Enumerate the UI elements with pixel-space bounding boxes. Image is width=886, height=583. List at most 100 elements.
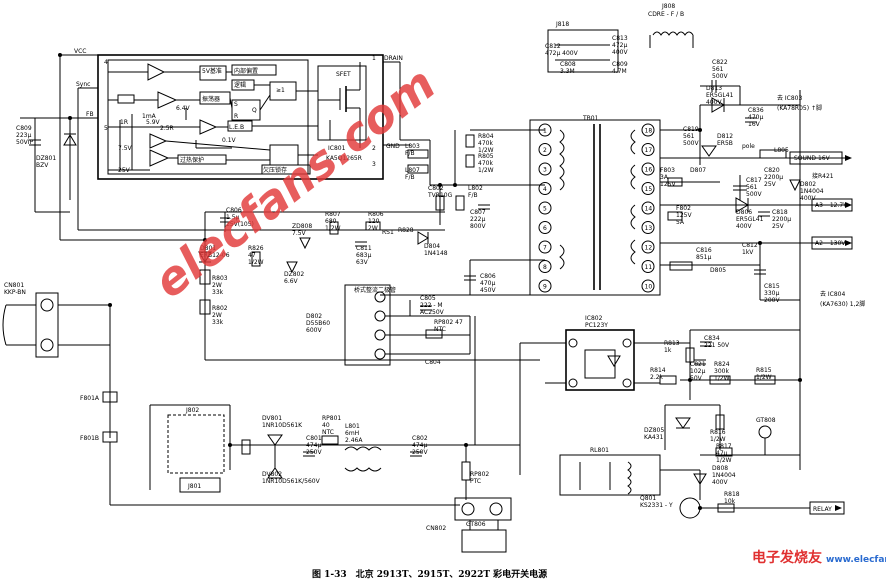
ic801-block-12: 2.5R — [160, 125, 174, 132]
label-cn802: CN802 — [426, 525, 446, 532]
ic801-inner-core — [107, 59, 309, 175]
label-f801b: F801B — [80, 435, 99, 442]
figure-caption: 图 1-33 北京 2913T、2915T、2922T 彩电开关电源 — [312, 568, 547, 580]
zd808-zener — [299, 237, 311, 250]
tb01-transformer — [529, 119, 661, 296]
ic801-block-1: 5V基准 — [202, 67, 222, 75]
tb01-pin-label-18: 18 — [645, 128, 653, 135]
tb01-pin-7 — [538, 240, 552, 254]
d812-diode — [701, 145, 717, 157]
label-j801: J801 — [187, 483, 201, 490]
ic801-block-3: 逻辑 — [234, 81, 246, 89]
ic802-optocoupler — [565, 329, 635, 391]
ic801-pin-number-4: 4 — [104, 59, 108, 66]
ic801-model: KA5Q1265R — [326, 155, 362, 162]
ic801-block-4: L.E.B — [229, 124, 244, 131]
r814-resistor — [659, 375, 677, 385]
label-a3: A3 ~12.7V — [815, 202, 848, 209]
ic801-pin-number-5: 5 — [104, 125, 108, 132]
label-r828: R828 — [398, 227, 414, 234]
ic801-5v-ref-block — [199, 65, 227, 81]
dv801-varistor — [267, 434, 283, 446]
r826-resistor — [251, 251, 261, 267]
l802-ferrite — [455, 195, 465, 211]
ic801-pin-vcc: VCC — [74, 48, 86, 55]
l801-common-mode-choke — [344, 446, 382, 472]
label-ka7630: (KA7630) 1,2脚 — [820, 300, 865, 308]
ic801-part: IC801 — [328, 145, 346, 152]
label-gt806: GT806 — [466, 521, 486, 528]
label-rl801: RL801 — [590, 447, 609, 454]
tb01-pin-2 — [538, 143, 552, 156]
relay-tag — [809, 501, 845, 515]
label-to_ic804: 去 IC804 — [820, 290, 846, 298]
label-l805: L805 — [774, 147, 789, 154]
cn802-connector — [454, 497, 512, 521]
a2-tag — [811, 236, 853, 250]
label-ka78r05: (KA78R05) ↑脚 — [777, 104, 822, 112]
ic801-sfet: SFET — [336, 71, 351, 78]
ic801-block-13: 1R — [120, 119, 128, 126]
label-pole: pole — [742, 143, 755, 150]
label-to_ic803: 去 IC803 — [777, 94, 803, 102]
dz802-zener — [286, 261, 298, 274]
ic801-comparator-4 — [149, 149, 170, 167]
r813-resistor — [685, 347, 695, 363]
r807-resistor — [329, 221, 339, 235]
tb01-pin-label-17: 17 — [645, 147, 653, 154]
tb01-pin-label-2: 2 — [543, 147, 547, 154]
label-a2: A2 ~130V — [815, 240, 846, 247]
tb01-pin-18 — [641, 123, 655, 137]
tb01-pin-label-13: 13 — [645, 225, 653, 232]
ic801-sfet-region — [317, 65, 367, 141]
tb01-pin-label-10: 10 — [645, 284, 653, 291]
label-r421: 接R421 — [812, 172, 834, 180]
bridge-rectifier — [344, 284, 391, 366]
ic801-body — [97, 54, 384, 180]
r818-resistor — [717, 503, 735, 513]
tb01-pin-11 — [641, 260, 655, 273]
label-c804: C804 — [425, 359, 441, 366]
label-rs1: RS1 — [382, 229, 394, 236]
d802-diode — [789, 179, 801, 192]
label-bridge: 桥式整流二极管 — [354, 286, 396, 294]
r-ac-bleeder — [241, 439, 251, 455]
r824-resistor — [709, 375, 731, 385]
tb01-pin-label-12: 12 — [645, 245, 653, 252]
tb01-pin-label-15: 15 — [645, 186, 653, 193]
tb01-pin-label-16: 16 — [645, 167, 653, 174]
